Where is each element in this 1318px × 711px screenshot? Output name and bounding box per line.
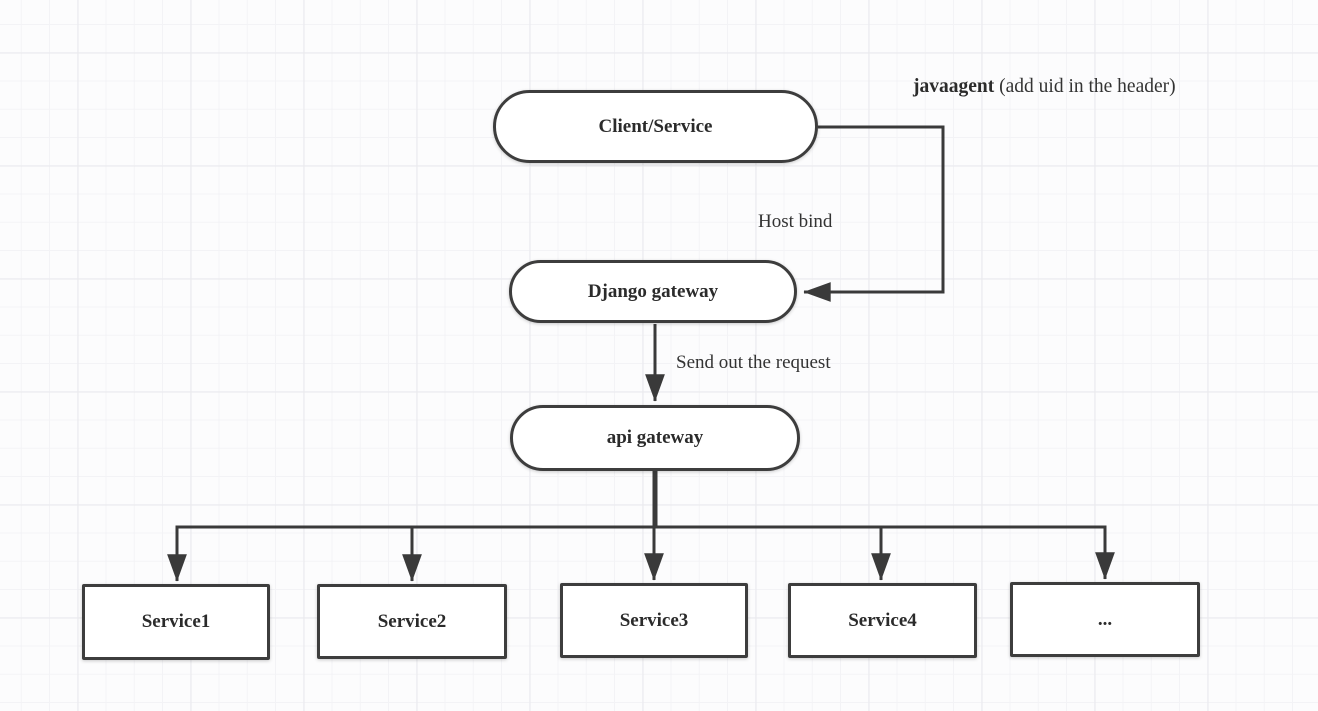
node-service4[interactable]: Service4 <box>788 583 977 658</box>
node-service3[interactable]: Service3 <box>560 583 748 658</box>
node-service2-label: Service2 <box>377 610 447 632</box>
node-service-more-label: ... <box>1097 608 1113 630</box>
node-client-service[interactable]: Client/Service <box>493 90 818 163</box>
edge-label-javaagent: javaagent (add uid in the header) <box>913 76 1176 98</box>
node-client-service-label: Client/Service <box>598 115 713 137</box>
node-service3-label: Service3 <box>619 609 689 631</box>
edge-label-javaagent-bold: javaagent <box>913 76 995 97</box>
edge-client-to-django <box>803 125 945 302</box>
node-service1[interactable]: Service1 <box>82 584 270 660</box>
node-api-gateway-label: api gateway <box>606 427 704 448</box>
edge-label-send-request: Send out the request <box>676 352 831 373</box>
node-django-gateway[interactable]: Django gateway <box>509 260 797 323</box>
node-service2[interactable]: Service2 <box>317 584 507 659</box>
node-api-gateway[interactable]: api gateway <box>510 405 800 471</box>
node-service-more[interactable]: ... <box>1010 582 1200 657</box>
node-service4-label: Service4 <box>848 609 917 631</box>
edge-label-host-bind: Host bind <box>758 211 833 232</box>
node-django-gateway-label: Django gateway <box>587 280 719 302</box>
edge-label-javaagent-rest: (add uid in the header) <box>994 76 1176 97</box>
node-service1-label: Service1 <box>141 611 211 632</box>
